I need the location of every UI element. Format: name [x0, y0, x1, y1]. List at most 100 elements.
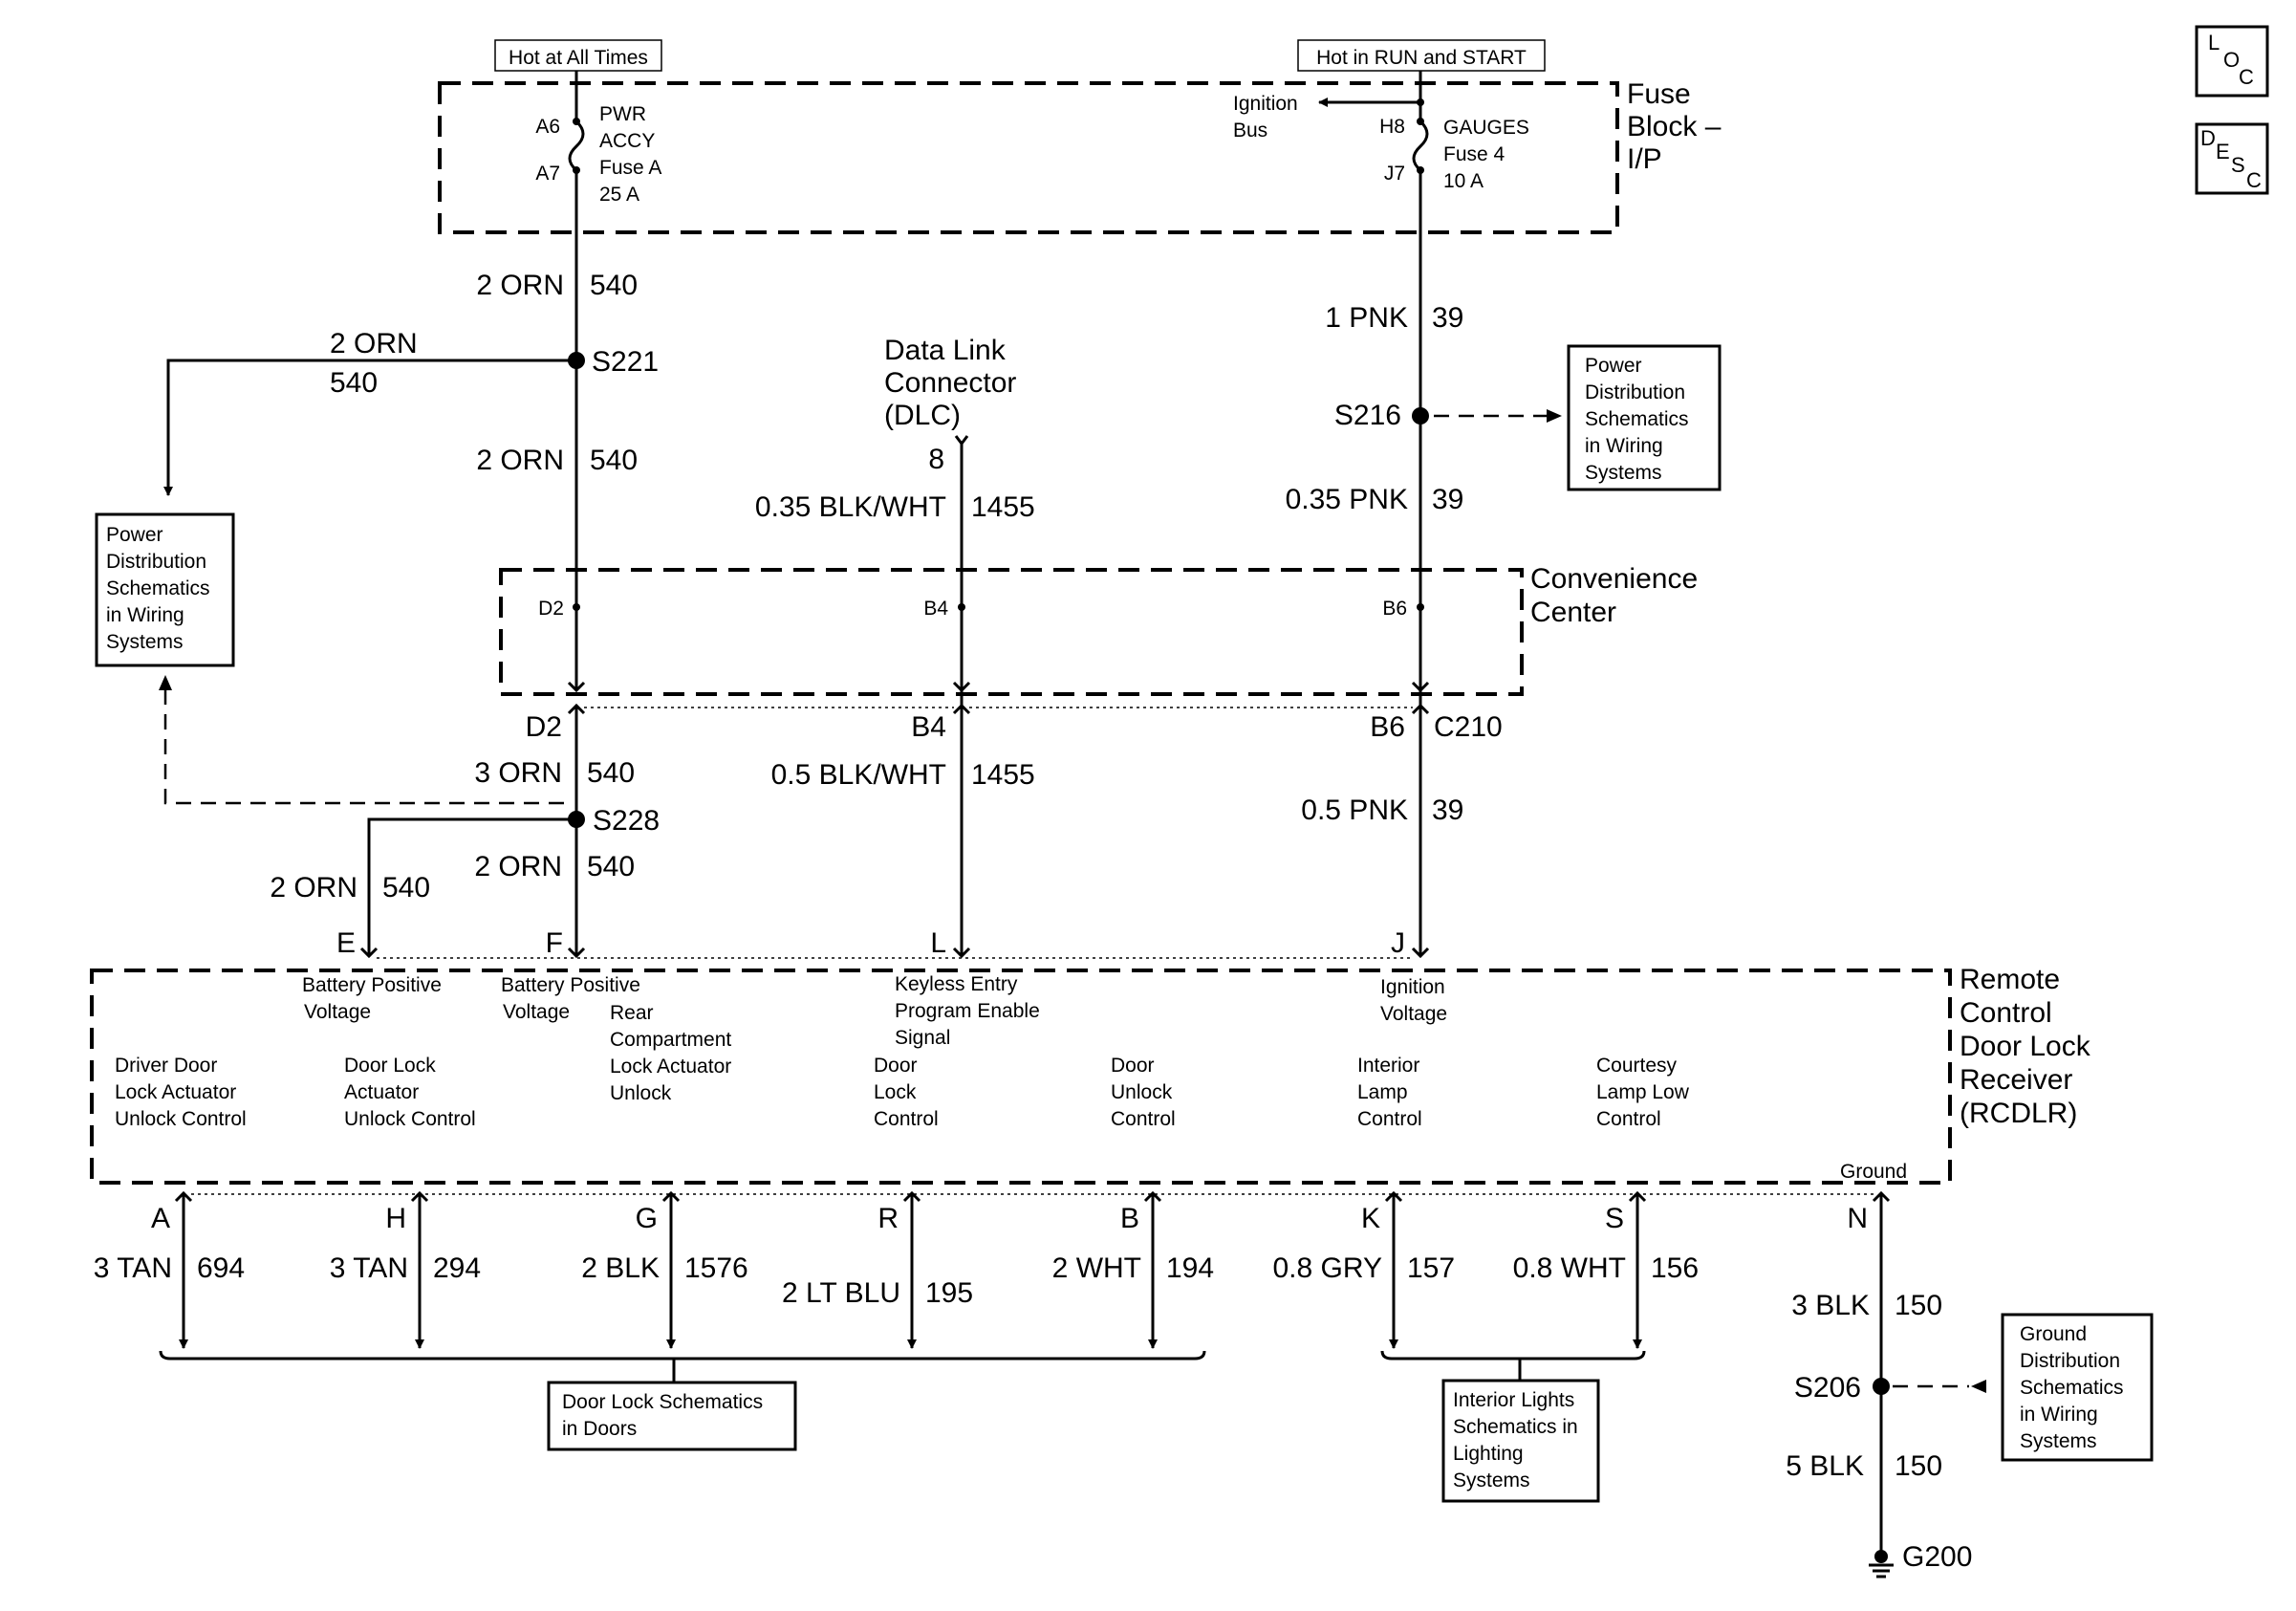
hot-in-run-start-label: Hot in RUN and START	[1297, 39, 1546, 72]
wire-label-circuit: 294	[433, 1252, 481, 1284]
rcdlr-output-label: Lamp Low	[1596, 1081, 1690, 1103]
ground-icon	[1869, 1563, 1894, 1578]
fuse-pin-a6: A6	[535, 116, 560, 138]
svg-text:Distribution: Distribution	[106, 551, 206, 573]
rcdlr-output-label: Unlock	[1111, 1081, 1173, 1103]
wire-label-circuit: 540	[590, 445, 638, 476]
rcdlr-title: (RCDLR)	[1960, 1098, 2077, 1129]
interior-lights-schematics-ref[interactable]: Interior Lights Schematics in Lighting S…	[1441, 1379, 1600, 1503]
rcdlr-output-label: Control	[1596, 1108, 1661, 1130]
fuse-4-rating: 10 A	[1443, 170, 1484, 192]
c210-pin-b6: B6	[1370, 711, 1405, 743]
wire-label-circuit: 150	[1895, 1450, 1942, 1482]
rcdlr-title: Remote	[1960, 964, 2060, 995]
fuse-4-label: Fuse 4	[1443, 143, 1505, 165]
svg-text:in Wiring: in Wiring	[106, 604, 184, 626]
rcdlr-output-label: Lamp	[1357, 1081, 1408, 1103]
rcdlr-output-label: Ground	[1840, 1161, 1907, 1183]
description-view-icon[interactable]: D E S C	[2195, 122, 2269, 195]
dlc-label-1: Data Link	[884, 335, 1007, 366]
rcdlr-pin-b: B	[1120, 1203, 1139, 1234]
fuse-pin-j7: J7	[1384, 163, 1405, 185]
rcdlr-pin-n: N	[1847, 1203, 1868, 1234]
rcdlr-output-label: Interior	[1357, 1055, 1419, 1077]
wire-label-gauge: 3 TAN	[330, 1252, 408, 1284]
fuse-a-rating: 25 A	[599, 184, 639, 206]
fuse-pin-h8: H8	[1379, 116, 1405, 138]
fuse-accy-label: ACCY	[599, 130, 655, 152]
wire-label-circuit: 39	[1432, 795, 1463, 826]
rcdlr-pin-r: R	[877, 1203, 899, 1234]
rcdlr-input-label: Keyless Entry	[895, 973, 1018, 995]
wire-label-gauge: 0.8 GRY	[1272, 1252, 1382, 1284]
svg-text:Schematics in: Schematics in	[1453, 1416, 1578, 1438]
svg-text:Power: Power	[1585, 355, 1642, 377]
svg-text:Hot in RUN and START: Hot in RUN and START	[1316, 47, 1527, 69]
wire-label-circuit: 39	[1432, 484, 1463, 515]
fuse-pwr-label: PWR	[599, 103, 646, 125]
fuse-gauges-label: GAUGES	[1443, 117, 1529, 139]
wire-label-gauge: 0.35 PNK	[1286, 484, 1408, 515]
hot-at-all-times-label: Hot at All Times	[494, 39, 662, 72]
door-lock-bracket	[159, 1350, 1206, 1361]
wire-label-gauge: 3 TAN	[94, 1252, 172, 1284]
wire-label-circuit: 39	[1432, 302, 1463, 334]
ground-distribution-ref[interactable]: Ground Distribution Schematics in Wiring…	[2001, 1313, 2154, 1462]
rcdlr-output-label: Rear	[610, 1002, 654, 1024]
ignition-bus-label-2: Bus	[1233, 120, 1267, 142]
svg-text:L: L	[2208, 31, 2220, 54]
wire-label-circuit: 156	[1651, 1252, 1699, 1284]
rcdlr-output-label: Lock Actuator	[610, 1056, 731, 1078]
svg-text:Power: Power	[106, 524, 163, 546]
wire-label-circuit: 195	[925, 1277, 973, 1309]
rcdlr-input-label: Program Enable	[895, 1000, 1040, 1022]
dlc-connector-icon	[954, 435, 969, 446]
power-distribution-ref-right[interactable]: Power Distribution Schematics in Wiring …	[1567, 344, 1722, 491]
rcdlr-output-label: Unlock	[610, 1082, 672, 1104]
wire-label-circuit: 540	[587, 757, 635, 789]
rcdlr-input-label: Voltage	[503, 1001, 570, 1023]
c210-pin-d2: D2	[526, 711, 562, 743]
wire-label-gauge: 3 BLK	[1791, 1290, 1870, 1321]
ground-g200-label: G200	[1902, 1541, 1972, 1573]
cc-pin-b4: B4	[923, 598, 948, 620]
gauges-fuse-icon	[1412, 120, 1429, 172]
rcdlr-outline	[90, 969, 1952, 1185]
rcdlr-output-label: Control	[874, 1108, 939, 1130]
rcdlr-output-label: Compartment	[610, 1029, 731, 1051]
svg-text:Hot at All Times: Hot at All Times	[509, 47, 648, 69]
ignition-bus-label-1: Ignition	[1233, 93, 1298, 115]
splice-s228-label: S228	[593, 805, 660, 837]
wire-label-gauge: 0.8 WHT	[1513, 1252, 1626, 1284]
wire-label-circuit: 1576	[684, 1252, 748, 1284]
wire-label-gauge: 0.35 BLK/WHT	[755, 491, 946, 523]
dlc-label-3: (DLC)	[884, 400, 961, 431]
cc-pin-b6: B6	[1382, 598, 1407, 620]
svg-text:Lighting: Lighting	[1453, 1443, 1524, 1465]
wire-orn-540-e	[367, 817, 576, 956]
wire-label-circuit: 540	[587, 851, 635, 882]
wire-label-circuit: 540	[590, 270, 638, 301]
wire-label-circuit: 540	[330, 367, 378, 399]
convenience-center-title-2: Center	[1530, 597, 1616, 628]
svg-text:Systems: Systems	[1585, 462, 1662, 484]
wire-label-circuit: 194	[1166, 1252, 1214, 1284]
location-view-icon[interactable]: L O C	[2195, 25, 2269, 98]
rcdlr-output-label: Lock Actuator	[115, 1081, 236, 1103]
rcdlr-title: Door Lock	[1960, 1031, 2091, 1062]
rcdlr-title: Receiver	[1960, 1064, 2072, 1096]
fuse-block-outline	[438, 81, 1619, 234]
svg-text:Door Lock Schematics: Door Lock Schematics	[562, 1391, 763, 1413]
wire-label-gauge: 5 BLK	[1786, 1450, 1864, 1482]
rcdlr-output-label: Unlock Control	[115, 1108, 247, 1130]
rcdlr-pin-f: F	[546, 927, 563, 959]
svg-text:Systems: Systems	[1453, 1469, 1530, 1491]
rcdlr-input-label: Voltage	[1380, 1003, 1447, 1025]
power-distribution-ref-left[interactable]: Power Distribution Schematics in Wiring …	[95, 512, 235, 667]
fuse-a-label: Fuse A	[599, 157, 661, 179]
door-lock-schematics-ref[interactable]: Door Lock Schematics in Doors	[547, 1381, 797, 1451]
svg-text:Interior Lights: Interior Lights	[1453, 1389, 1574, 1411]
dlc-label-2: Connector	[884, 367, 1016, 399]
splice-s206	[1873, 1378, 1890, 1395]
